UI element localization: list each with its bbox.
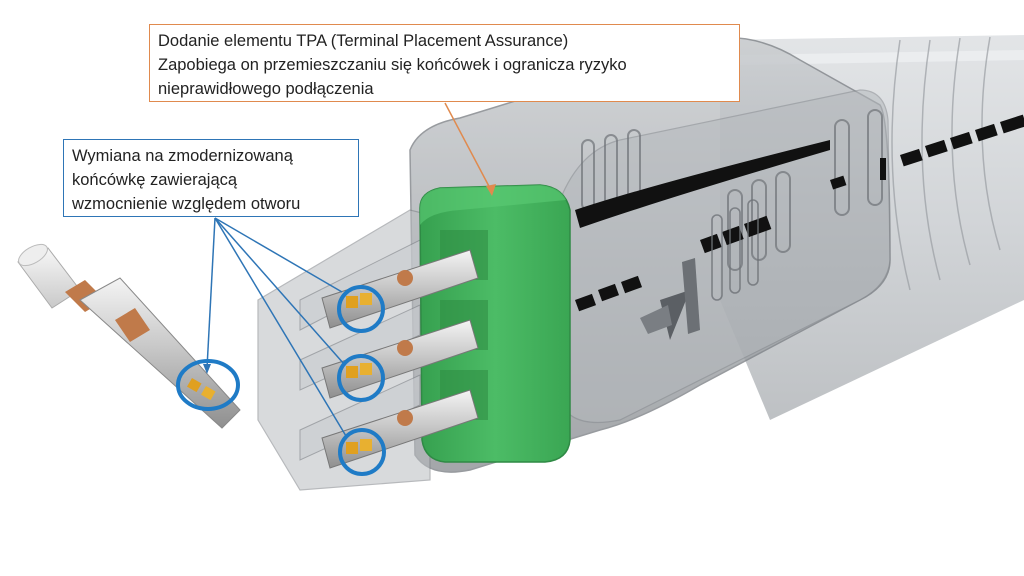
dashed-ribbon [575,114,1024,312]
leader-to-top-terminal [214,217,343,293]
leader-to-bottom-terminal [214,217,347,437]
terminal-callout-line-2: końcówkę zawierającą [72,171,238,189]
highlight-circle-top [337,285,385,333]
terminal-top [321,249,479,329]
tpa-callout-line-1: Dodanie elementu TPA (Terminal Placement… [158,32,569,50]
terminal-bottom [321,389,479,469]
highlight-circle-bottom [338,428,386,476]
standalone-terminal [17,243,241,429]
terminal-callout-line-3: wzmocnienie względem otworu [72,195,301,213]
connector-terminals [321,249,479,469]
tpa-callout-box: Dodanie elementu TPA (Terminal Placement… [149,24,740,102]
callout-leader-lines [203,102,496,437]
highlight-circles [176,285,386,476]
brand-logo [640,258,700,340]
tpa-leader-line [444,102,493,193]
terminal-callout-line-1: Wymiana na zmodernizowaną [72,147,293,165]
leader-to-standalone [206,217,216,369]
tpa-callout-line-2: Zapobiega on przemieszczaniu się końcówe… [158,56,627,74]
terminal-middle [321,319,479,399]
tpa-callout-line-3: nieprawidłowego podłączenia [158,80,374,98]
terminal-callout-box: Wymiana na zmodernizowaną końcówkę zawie… [63,139,359,217]
highlight-circle-standalone [176,359,240,411]
leader-to-middle-terminal [214,217,345,365]
highlight-circle-middle [337,354,385,402]
